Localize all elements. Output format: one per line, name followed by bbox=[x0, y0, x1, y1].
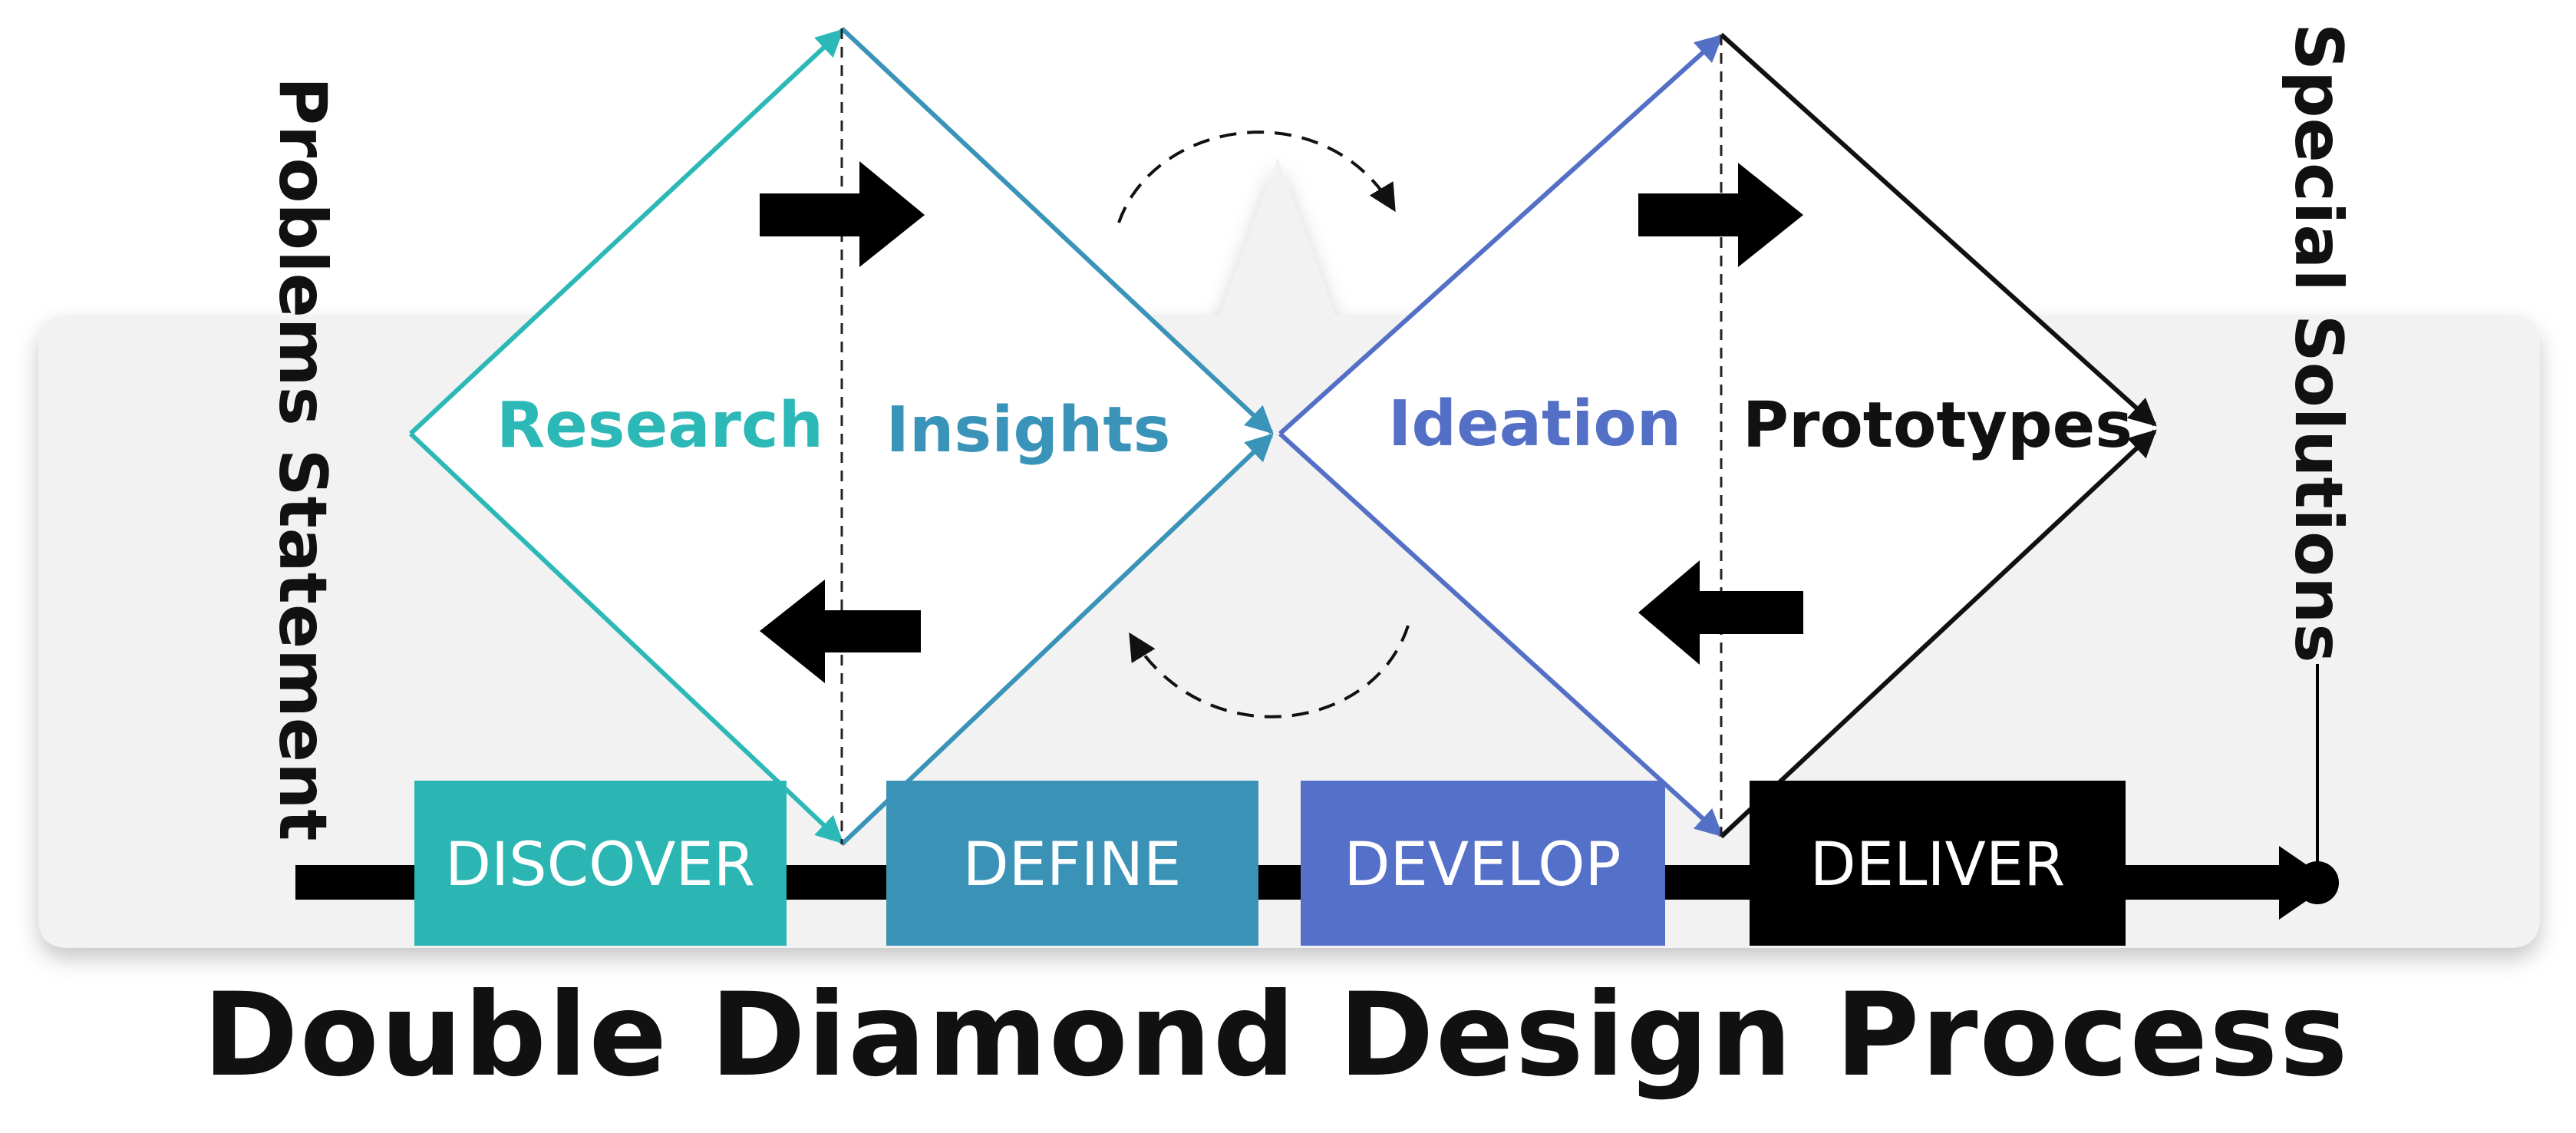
phase-label-ideation: Ideation bbox=[1388, 388, 1681, 461]
phase-label-prototypes: Prototypes bbox=[1743, 389, 2132, 462]
iteration-arrow-top bbox=[1117, 130, 1396, 223]
block-arrow-left-2 bbox=[1638, 560, 1803, 665]
diagram-title: Double Diamond Design Process bbox=[203, 969, 2349, 1102]
special-solutions-label: Special Solutions bbox=[2280, 23, 2357, 663]
stage-label-define: DEFINE bbox=[963, 831, 1182, 900]
stage-label-discover: DISCOVER bbox=[445, 831, 755, 900]
background-panel bbox=[38, 157, 2540, 948]
prototypes-converge-bottom bbox=[1719, 429, 2157, 839]
research-diverge-down bbox=[408, 431, 844, 844]
stage-deliver: DELIVER bbox=[1750, 781, 2126, 946]
phase-label-insights: Insights bbox=[886, 394, 1171, 467]
research-diverge-up bbox=[408, 28, 844, 436]
insights-converge-top bbox=[839, 26, 1274, 434]
prototypes-converge-top bbox=[1719, 32, 2157, 427]
phase-label-research: Research bbox=[496, 389, 823, 462]
ideation-diverge-up bbox=[1278, 34, 1723, 436]
stage-define: DEFINE bbox=[886, 781, 1258, 946]
diamond-2-fill bbox=[1280, 35, 2156, 837]
ideation-diverge-down bbox=[1278, 431, 1723, 837]
stage-develop: DEVELOP bbox=[1301, 781, 1665, 946]
block-arrow-right-1 bbox=[760, 161, 925, 267]
insights-converge-bottom bbox=[839, 433, 1274, 847]
stage-label-deliver: DELIVER bbox=[1810, 831, 2066, 900]
stage-discover: DISCOVER bbox=[414, 781, 787, 946]
iteration-arrow-bottom bbox=[1129, 625, 1410, 718]
problems-statement-label: Problems Statement bbox=[264, 77, 341, 841]
solution-endpoint bbox=[2296, 861, 2339, 904]
block-arrow-left-1 bbox=[760, 580, 921, 683]
block-arrow-right-2 bbox=[1638, 163, 1803, 267]
stage-label-develop: DEVELOP bbox=[1344, 831, 1621, 900]
